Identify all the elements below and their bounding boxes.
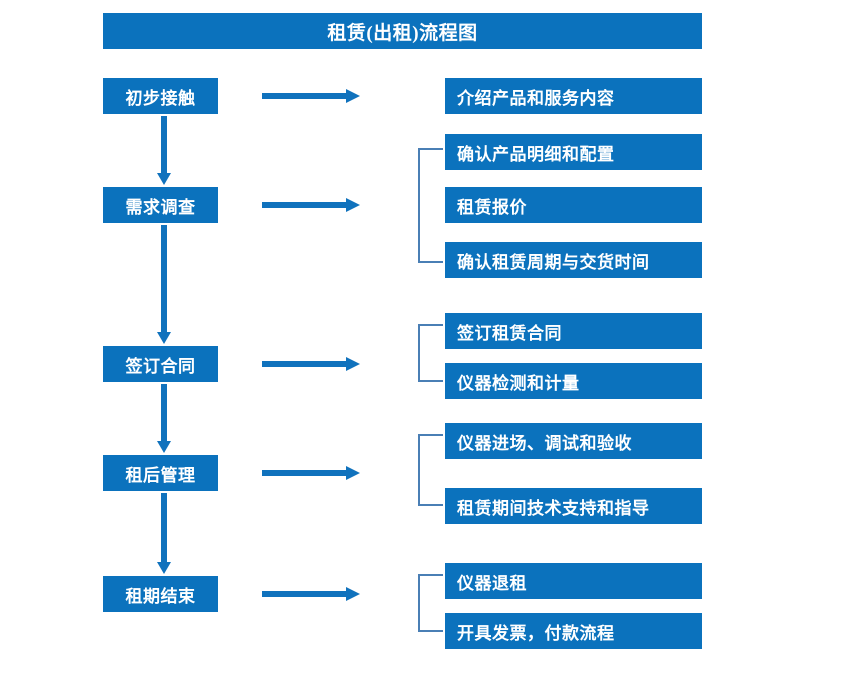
vertical-arrow-icon-1 xyxy=(155,116,173,185)
arrow-head xyxy=(346,198,360,212)
arrow-head xyxy=(157,332,171,344)
arrow-shaft xyxy=(262,470,346,476)
horizontal-arrow-icon-3 xyxy=(262,355,360,373)
group-bracket-4 xyxy=(418,574,443,632)
arrow-shaft xyxy=(262,93,346,99)
arrow-head xyxy=(157,441,171,453)
arrow-shaft xyxy=(161,493,167,562)
stage-box-needs-survey[interactable]: 需求调查 xyxy=(103,187,218,223)
arrow-head xyxy=(346,89,360,103)
group-bracket-3 xyxy=(418,434,443,506)
arrow-head xyxy=(157,562,171,574)
stage-box-post-rent-mgmt[interactable]: 租后管理 xyxy=(103,455,218,491)
vertical-arrow-icon-4 xyxy=(155,493,173,574)
arrow-head xyxy=(346,466,360,480)
vertical-arrow-icon-2 xyxy=(155,225,173,344)
stage-box-initial-contact[interactable]: 初步接触 xyxy=(103,78,218,114)
detail-box-rental-quote[interactable]: 租赁报价 xyxy=(445,187,702,223)
arrow-shaft xyxy=(262,361,346,367)
arrow-head xyxy=(157,173,171,185)
arrow-head xyxy=(346,357,360,371)
arrow-head xyxy=(346,587,360,601)
vertical-arrow-icon-3 xyxy=(155,384,173,453)
arrow-shaft xyxy=(262,202,346,208)
detail-box-instrument-test[interactable]: 仪器检测和计量 xyxy=(445,363,702,399)
arrow-shaft xyxy=(262,591,346,597)
detail-box-return-instrument[interactable]: 仪器退租 xyxy=(445,563,702,599)
arrow-shaft xyxy=(161,225,167,332)
horizontal-arrow-icon-2 xyxy=(262,196,360,214)
detail-box-sign-lease[interactable]: 签订租赁合同 xyxy=(445,313,702,349)
horizontal-arrow-icon-5 xyxy=(262,585,360,603)
stage-box-sign-contract[interactable]: 签订合同 xyxy=(103,346,218,382)
detail-box-introduce-products[interactable]: 介绍产品和服务内容 xyxy=(445,78,702,114)
arrow-shaft xyxy=(161,384,167,441)
page-title: 租赁(出租)流程图 xyxy=(103,13,702,49)
group-bracket-1 xyxy=(418,148,443,263)
horizontal-arrow-icon-1 xyxy=(262,87,360,105)
stage-box-lease-end[interactable]: 租期结束 xyxy=(103,576,218,612)
detail-box-confirm-spec[interactable]: 确认产品明细和配置 xyxy=(445,134,702,170)
arrow-shaft xyxy=(161,116,167,173)
detail-box-tech-support[interactable]: 租赁期间技术支持和指导 xyxy=(445,488,702,524)
detail-box-onsite-commission[interactable]: 仪器进场、调试和验收 xyxy=(445,423,702,459)
detail-box-invoice-payment[interactable]: 开具发票，付款流程 xyxy=(445,613,702,649)
group-bracket-2 xyxy=(418,324,443,382)
detail-box-confirm-period[interactable]: 确认租赁周期与交货时间 xyxy=(445,242,702,278)
horizontal-arrow-icon-4 xyxy=(262,464,360,482)
